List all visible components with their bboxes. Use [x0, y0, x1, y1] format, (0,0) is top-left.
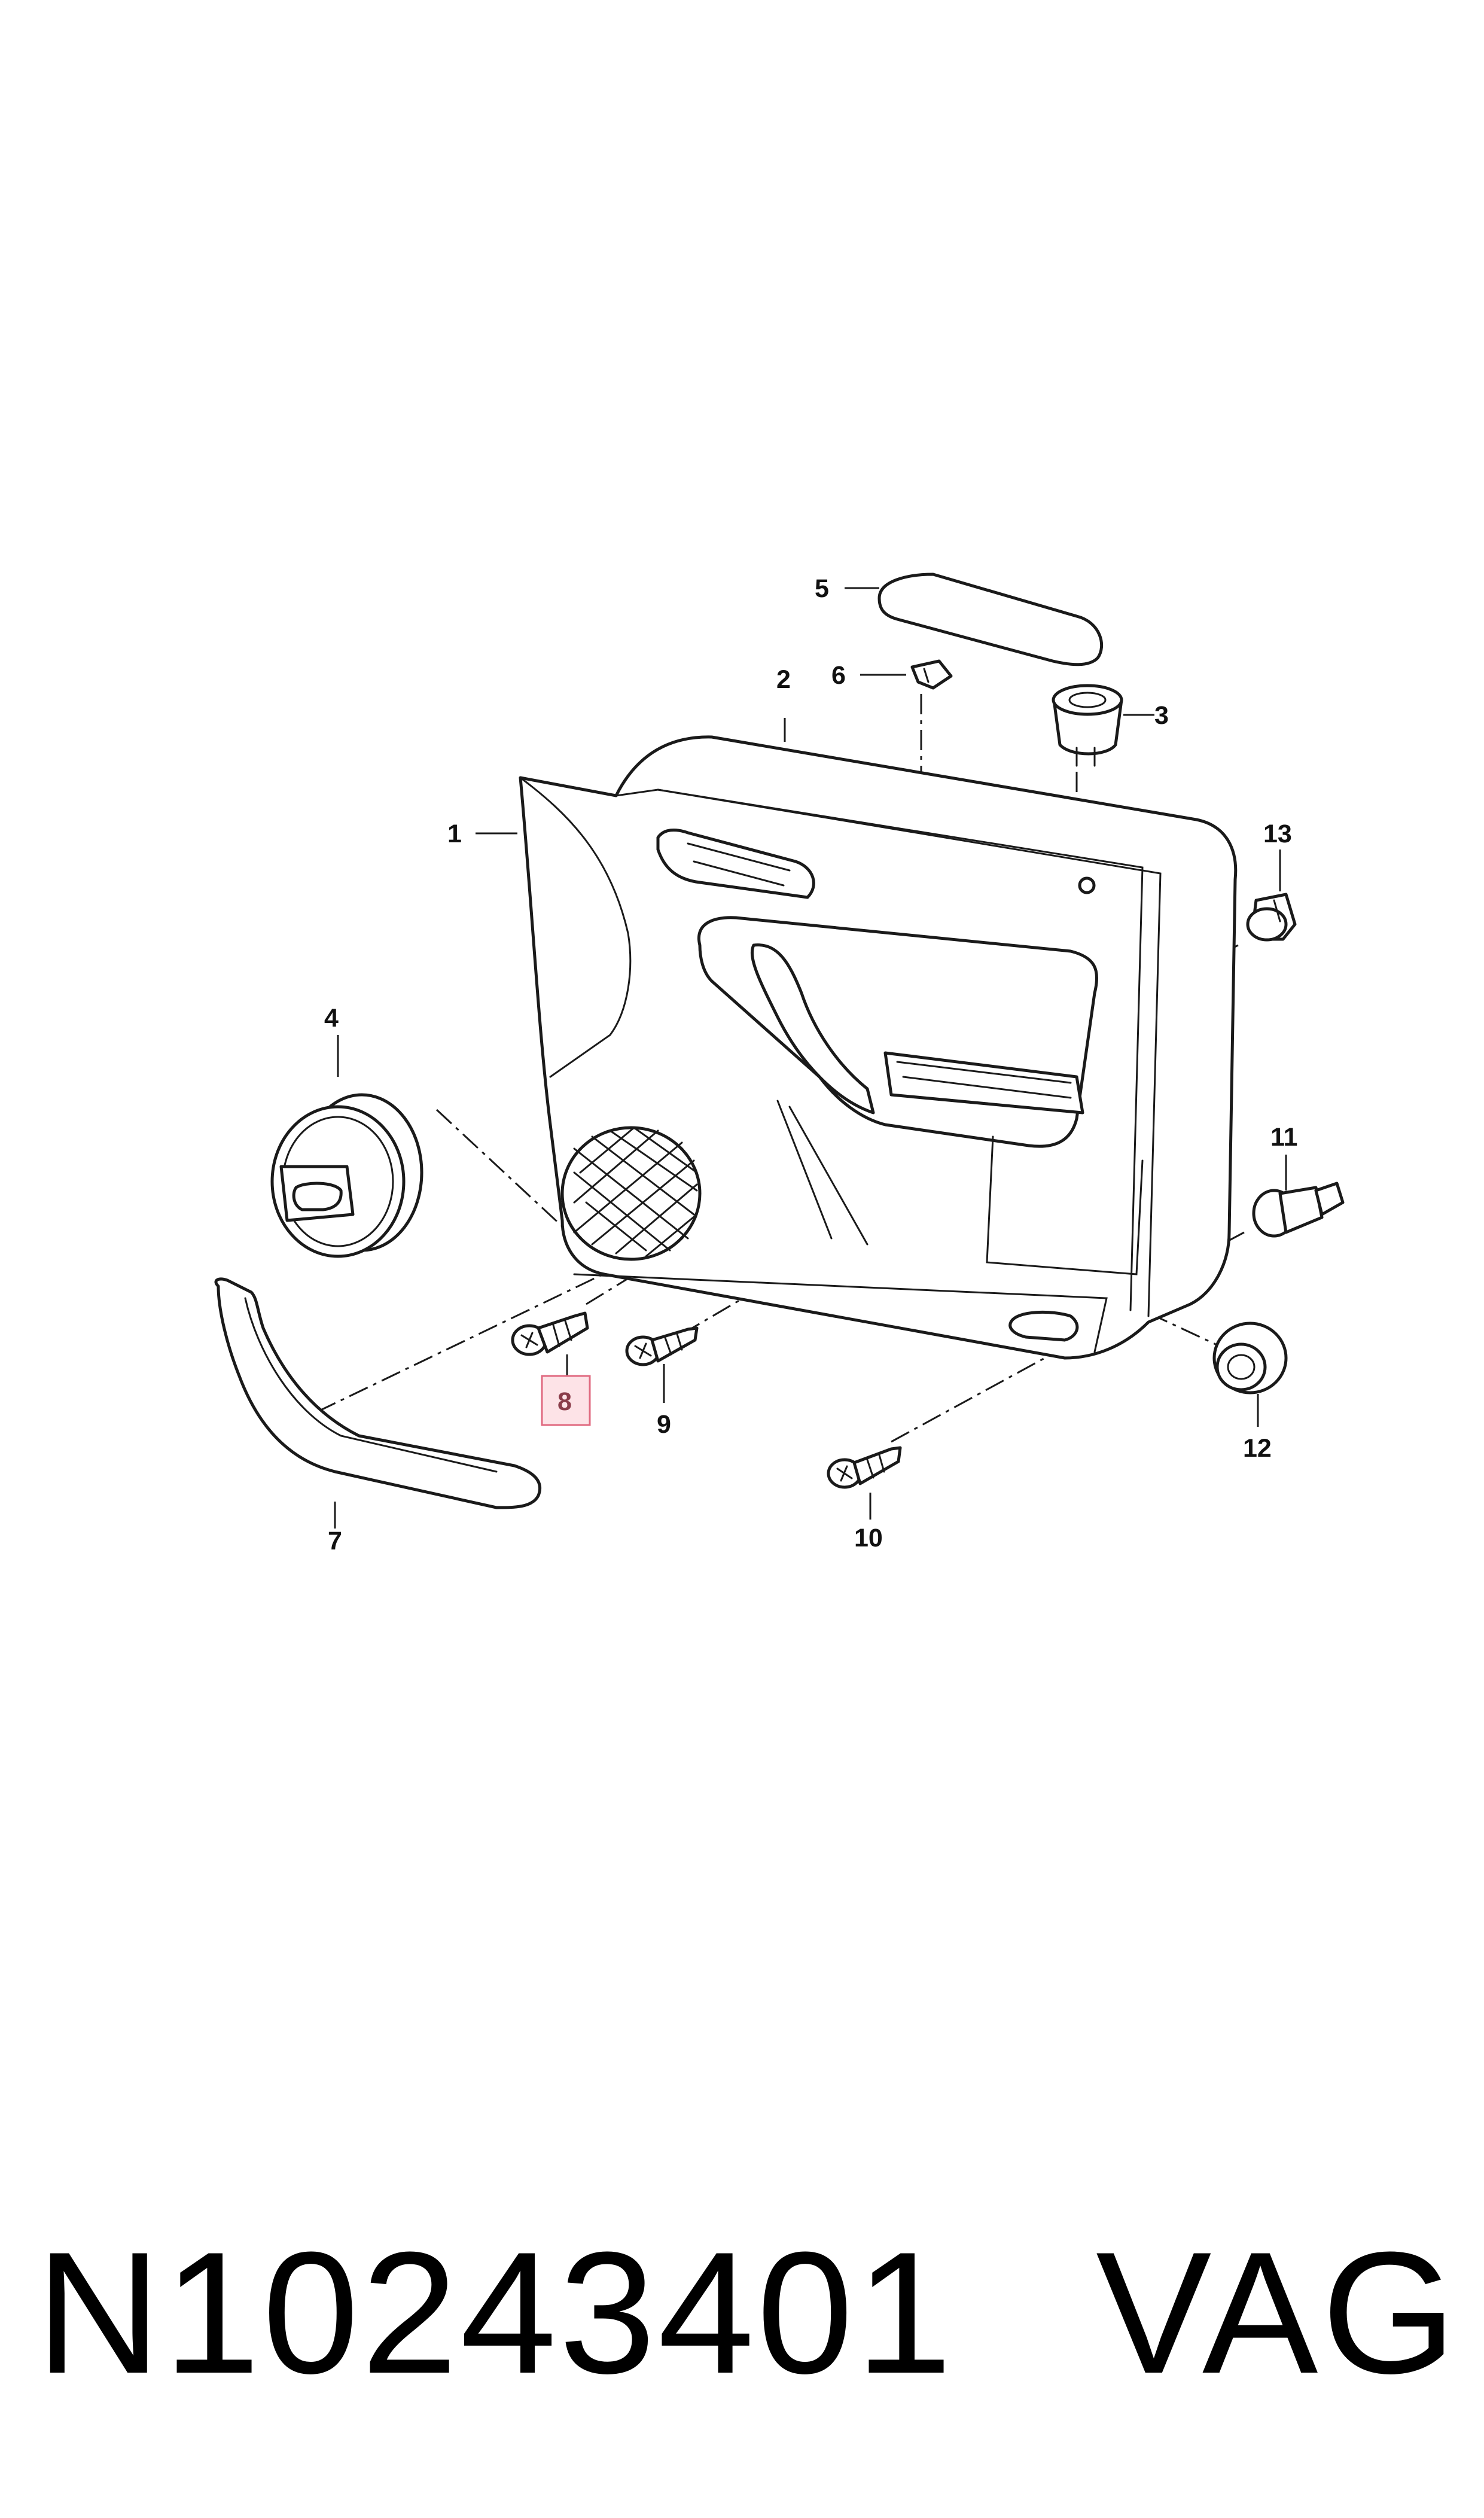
speaker-grille [560, 1126, 702, 1261]
cap-grommet [1052, 684, 1123, 767]
callout-10[interactable]: 10 [854, 1524, 883, 1552]
callout-11[interactable]: 11 [1270, 1123, 1297, 1152]
callout-1[interactable]: 1 [447, 820, 462, 848]
callout-13[interactable]: 13 [1263, 820, 1292, 848]
callout-2[interactable]: 2 [776, 665, 791, 694]
screw-10 [827, 1446, 902, 1489]
callout-5[interactable]: 5 [815, 574, 829, 603]
clip [910, 659, 953, 690]
clip-13 [1246, 893, 1297, 942]
callout-4[interactable]: 4 [324, 1004, 339, 1033]
door-trim-panel [519, 735, 1238, 1360]
callout-8-highlight [541, 1375, 591, 1426]
speaker [270, 1093, 423, 1258]
brand-name: VAG [1096, 2216, 1460, 2410]
callout-9[interactable]: 9 [657, 1410, 671, 1439]
callout-12[interactable]: 12 [1243, 1434, 1272, 1463]
callout-6[interactable]: 6 [831, 661, 846, 690]
part-number: N10243401 [36, 2216, 955, 2410]
callouts: 1 2 3 4 5 6 7 8 9 10 11 12 13 [324, 574, 1297, 1555]
callout-3[interactable]: 3 [1154, 701, 1169, 730]
callout-7[interactable]: 7 [328, 1527, 342, 1555]
armrest-pad [877, 573, 1104, 666]
callout-8[interactable]: 8 [557, 1387, 572, 1416]
leader-lines [334, 587, 1287, 1529]
trim-strip [214, 1277, 542, 1509]
screw-9 [625, 1326, 699, 1366]
grommet-12 [1212, 1322, 1288, 1395]
screw-8 [511, 1311, 589, 1356]
plug-11 [1252, 1182, 1345, 1238]
